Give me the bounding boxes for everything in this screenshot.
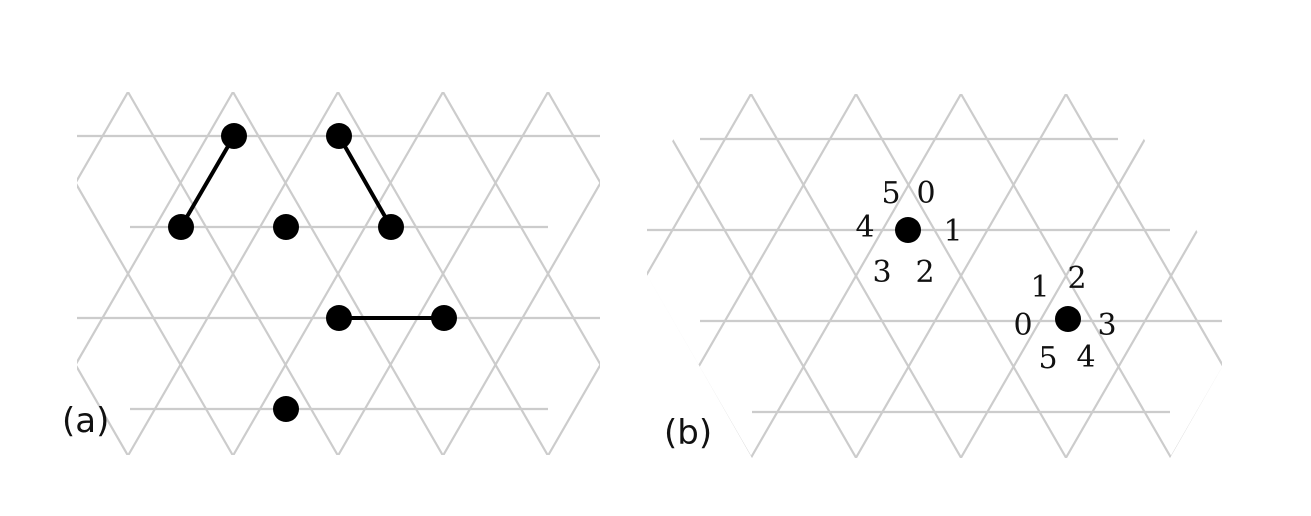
panel-b-particle-2: 0 1 2 3 4 5 [1013,261,1116,376]
particle-site [1055,306,1081,332]
direction-label: 0 [1013,308,1032,343]
direction-label: 2 [1067,261,1086,296]
particle-site [326,305,352,331]
direction-label: 5 [881,176,900,211]
lattice-line [232,92,444,455]
direction-label: 0 [916,176,935,211]
bond-line [337,134,393,229]
lattice-line [959,94,1172,458]
lattice-line [331,94,541,458]
direction-label: 4 [855,210,874,245]
lattice-line [226,94,436,458]
panel-b-particle-1: 0 1 2 3 4 5 [855,176,962,290]
lattice-line [547,363,600,455]
direction-label: 3 [872,255,891,290]
lattice-line [647,94,648,458]
lattice-line [0,92,23,455]
direction-label: 3 [1097,308,1116,343]
panel-a-label: (a) [62,401,109,441]
direction-label: 4 [1076,340,1095,375]
lattice-line [16,94,226,458]
lattice-line [758,92,968,455]
panel-a: (a) [0,92,1311,455]
lattice-line [127,92,339,455]
lattice-line [653,92,863,455]
lattice-line [442,181,600,455]
panel-b-lattice [16,94,1311,458]
panel-a-bonds [179,134,446,320]
panel-a-sites [168,123,457,422]
lattice-line [749,94,962,458]
direction-label: 1 [943,214,962,249]
lattice-line [77,365,129,455]
lattice-line [547,92,600,185]
panel-a-lattice [0,92,1311,455]
lattice-line [1276,94,1311,458]
lattice-line [1276,94,1311,458]
lattice-line [1169,94,1222,458]
particle-site [326,123,352,149]
lattice-line [1178,92,1311,455]
lattice-line [1073,92,1283,455]
lattice-line [647,94,752,458]
direction-label: 5 [1038,341,1057,376]
particle-site [895,217,921,243]
lattice-line [653,92,863,455]
bond-line [179,134,236,229]
panel-b-label: (b) [664,413,712,453]
lattice-line [77,92,234,365]
lattice-line [337,92,549,455]
direction-label: 1 [1030,270,1049,305]
lattice-line [0,92,23,455]
particle-site [221,123,247,149]
lattice-line [77,92,129,183]
lattice-line [854,94,1067,458]
direction-label: 2 [915,255,934,290]
particle-site [378,214,404,240]
lattice-line [1064,94,1222,458]
lattice-line [226,94,436,458]
particle-site [273,214,299,240]
lattice-line [436,94,646,458]
particle-site [273,396,299,422]
panel-b: 0 1 2 3 4 5 0 1 2 3 4 5 (b) [16,94,1311,458]
particle-site [431,305,457,331]
particle-site [168,214,194,240]
lattice-line [758,92,968,455]
lattice-line [1170,94,1222,458]
lattice-line [331,94,541,458]
